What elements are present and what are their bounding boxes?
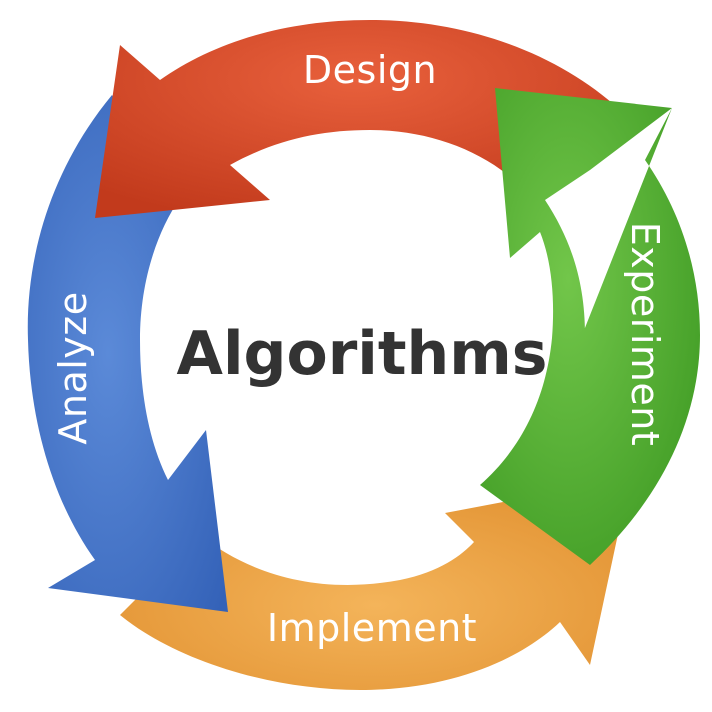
- design-arrow: [95, 20, 620, 218]
- implement-arrow: [120, 478, 630, 690]
- implement-label: Implement: [267, 606, 477, 650]
- analyze-arrow: [27, 95, 229, 612]
- center-title: Algorithms: [177, 319, 548, 389]
- experiment-arrow: [480, 88, 700, 565]
- analyze-label: Analyze: [51, 291, 95, 444]
- design-label: Design: [303, 48, 437, 92]
- experiment-label: Experiment: [623, 222, 667, 447]
